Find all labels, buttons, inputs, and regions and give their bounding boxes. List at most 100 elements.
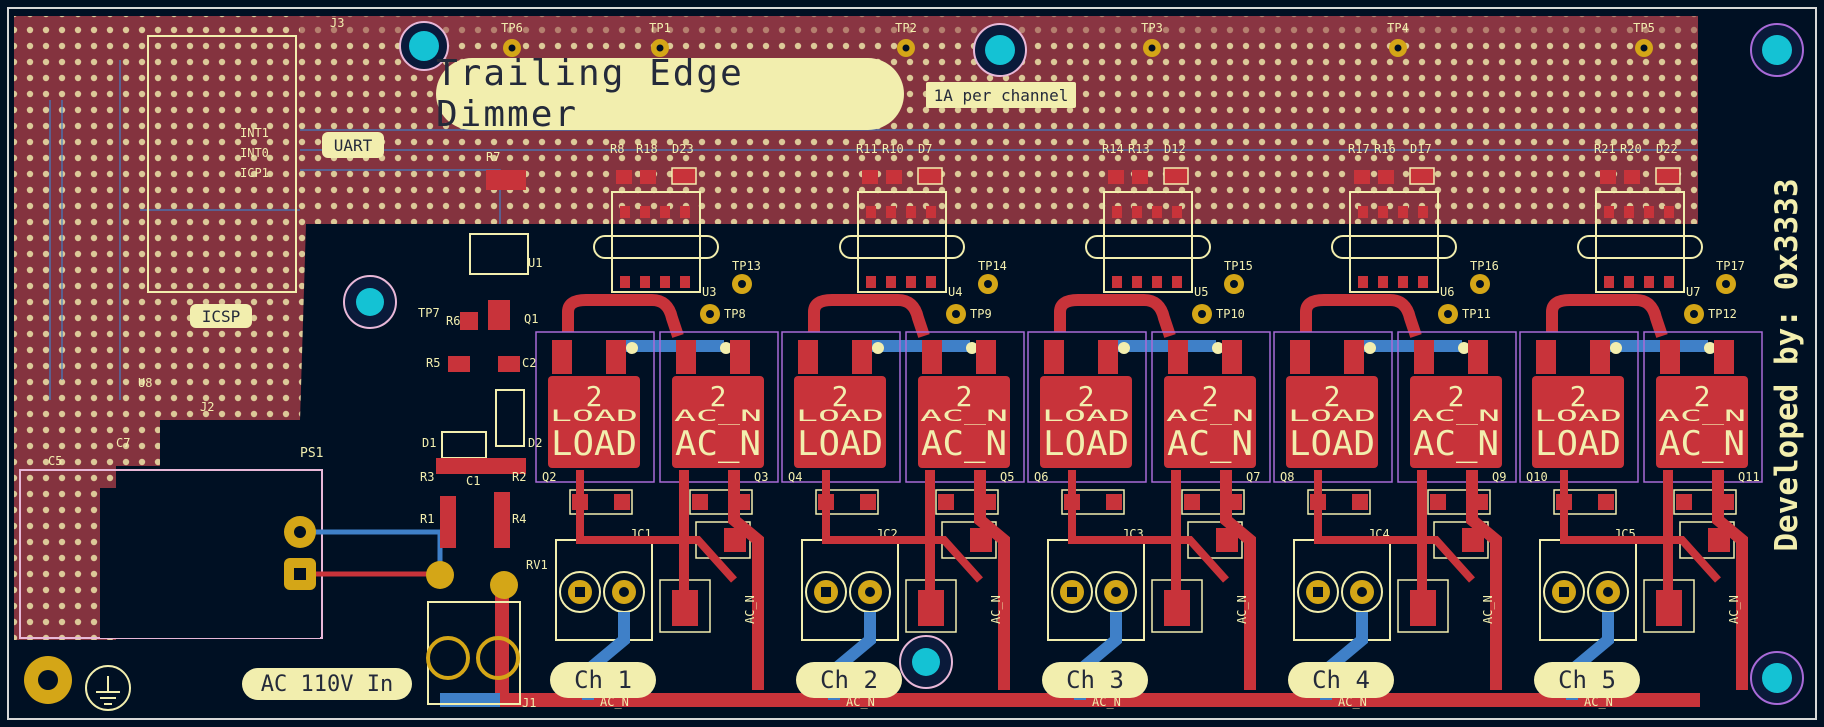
mosfet-courtyard <box>1027 331 1147 483</box>
opto-pin <box>886 206 896 218</box>
terminal-hole <box>865 587 875 597</box>
component-ref: R21 <box>1594 142 1616 156</box>
ref-d1: D1 <box>422 436 437 450</box>
mosfet-courtyard <box>1151 331 1271 483</box>
testpoint-hole <box>508 44 516 52</box>
diode-pad <box>1184 494 1200 510</box>
diode-outline <box>689 489 753 515</box>
testpoint-hole <box>1148 44 1156 52</box>
opto-body <box>593 235 719 259</box>
uart-label-text: UART <box>333 135 373 155</box>
diode-outline <box>1181 489 1245 515</box>
mosfet-small-label: AC_N <box>674 406 762 425</box>
mcu-pin-headers <box>147 35 297 293</box>
mosfet-tab <box>1344 340 1364 374</box>
mosfet-small-label: AC_N <box>920 406 1008 425</box>
mosfet-tab <box>798 340 818 374</box>
component-ref: Q5 <box>1000 470 1014 484</box>
diode-pad <box>860 494 876 510</box>
mosfet-small-label: AC_N <box>1412 406 1500 425</box>
component-ref: R13 <box>1128 142 1150 156</box>
channel-label: Ch 3 <box>1042 662 1148 698</box>
testpoint-label: TP15 <box>1224 259 1253 273</box>
load-mosfet <box>1286 376 1378 468</box>
driver-column <box>436 170 529 548</box>
testpoint-label: TP12 <box>1708 307 1737 321</box>
mosfet-big-label: AC_N <box>1167 424 1253 464</box>
opto-pin <box>1132 206 1142 218</box>
component-ref: D22 <box>1656 142 1678 156</box>
terminal-ring <box>1543 571 1585 613</box>
net-label: AC_N <box>1235 595 1249 624</box>
mosfet-courtyard <box>1273 331 1393 483</box>
opto-pin <box>620 206 630 218</box>
mounting-holes <box>343 21 1804 705</box>
opto-pin <box>1152 276 1162 288</box>
terminal-hole <box>575 587 585 597</box>
ref-r2: R2 <box>512 470 527 484</box>
net-label: AC_N <box>1338 695 1367 709</box>
mosfet-pin-number: 2 <box>1448 380 1465 413</box>
trace-red <box>1466 470 1502 690</box>
testpoint-label: TP10 <box>1216 307 1245 321</box>
opto-body <box>839 235 965 259</box>
diode-pad <box>1163 167 1189 185</box>
component-ref: U5 <box>1194 285 1208 299</box>
load-mosfet <box>548 376 640 468</box>
channel-label: Ch 2 <box>796 662 902 698</box>
mosfet-tab <box>606 340 626 374</box>
diode-pad <box>1352 494 1368 510</box>
icsp-label: ICSP <box>190 304 252 328</box>
opto-pin <box>680 276 690 288</box>
component-ref: D17 <box>1410 142 1432 156</box>
terminal-hole <box>1559 587 1569 597</box>
testpoint-hole <box>1690 310 1698 318</box>
testpoint-label: TP8 <box>724 307 746 321</box>
terminal-ring <box>805 571 847 613</box>
component-ref: Q11 <box>1738 470 1760 484</box>
current-note-text: 1A per channel <box>933 85 1069 105</box>
terminal-ring <box>1297 571 1339 613</box>
mosfet-small-label: LOAD <box>1534 406 1622 425</box>
testpoint-label: TP11 <box>1462 307 1491 321</box>
component-ref: U6 <box>1440 285 1454 299</box>
mosfet-big-label: AC_N <box>1659 424 1745 464</box>
testpoint-label: TP13 <box>732 259 761 273</box>
via <box>872 342 884 354</box>
ref-int1: INT1 <box>240 126 269 140</box>
channel-label: Ch 4 <box>1288 662 1394 698</box>
resistor-pad <box>1462 528 1484 552</box>
component-ref: R17 <box>1348 142 1370 156</box>
opto-pin <box>1664 276 1674 288</box>
trace-red <box>1068 470 1229 583</box>
terminal-hole <box>1603 587 1613 597</box>
terminal-hole <box>619 587 629 597</box>
opto-pin <box>1172 206 1182 218</box>
via <box>626 342 638 354</box>
opto-pin <box>660 276 670 288</box>
testpoint-label: TP1 <box>649 21 671 35</box>
net-label: AC_N <box>1727 595 1741 624</box>
resistor-pad <box>1708 528 1730 552</box>
opto-pin <box>1398 206 1408 218</box>
load-mosfet <box>1532 376 1624 468</box>
mosfet-pin-number: 2 <box>1078 380 1095 413</box>
opto-outline <box>1349 191 1439 293</box>
ac-mosfet <box>918 376 1010 468</box>
net-label: AC_N <box>743 595 757 624</box>
testpoint-hole <box>1444 310 1452 318</box>
testpoint-hole <box>1230 280 1238 288</box>
channel-label-text: Ch 5 <box>1558 666 1616 694</box>
mosfet-big-label: AC_N <box>1413 424 1499 464</box>
via <box>1364 342 1376 354</box>
mosfet-pin-number: 2 <box>1570 380 1587 413</box>
opto-pin <box>620 276 630 288</box>
resistor-pad <box>640 170 656 184</box>
ref-d2: D2 <box>528 436 543 450</box>
ref-int0: INT0 <box>240 146 269 160</box>
mosfet-courtyard <box>905 331 1025 483</box>
mosfet-tab <box>852 340 872 374</box>
opto-pin <box>640 206 650 218</box>
